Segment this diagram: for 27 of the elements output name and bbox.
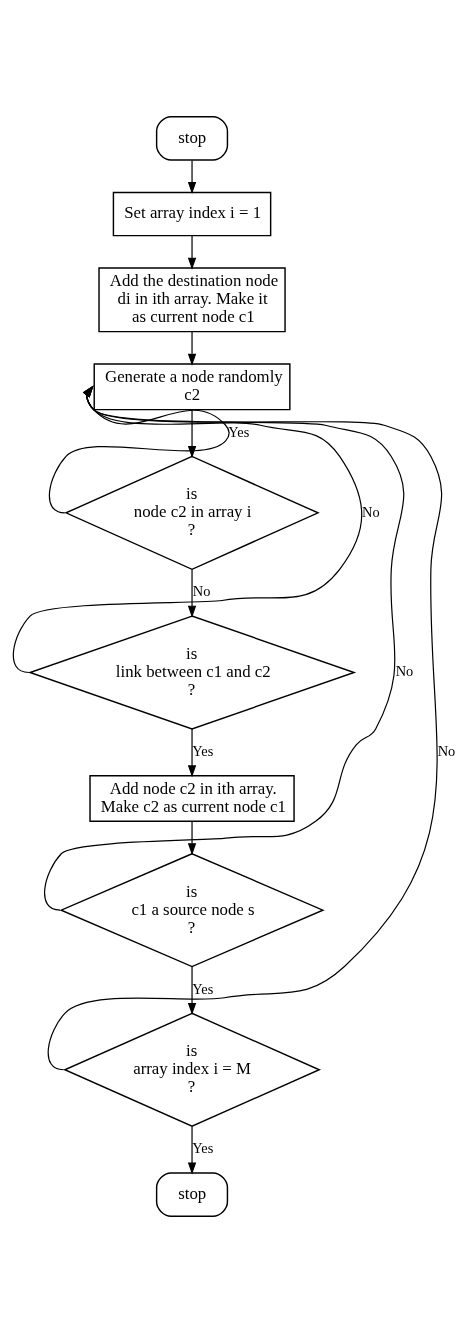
node-box: Add node c2 in ith array. Make c2 as current node c1 (89, 774, 295, 822)
node-box: stop (155, 115, 229, 161)
edge-label: No (362, 503, 380, 520)
edge-label: No (395, 662, 414, 679)
arrow (187, 1125, 197, 1174)
node-box: Set array index i = 1 (112, 191, 272, 236)
arrow (187, 409, 197, 458)
arrow (187, 568, 197, 618)
node-diamond: is array index i = M ? (63, 1012, 322, 1127)
node-diamond: is node c2 in array i ? (64, 455, 320, 570)
edge-label: No (192, 582, 211, 599)
node-diamond: is link between c1 and c2 ? (27, 614, 357, 730)
arrow (187, 727, 197, 777)
arrow (187, 820, 197, 855)
arrow (48, 384, 230, 513)
arrow (12, 384, 363, 673)
arrow (47, 384, 443, 1070)
arrow (187, 965, 197, 1015)
arrow (187, 330, 197, 366)
edge-label: No (437, 742, 456, 759)
arrow (187, 234, 197, 270)
arrow (44, 384, 405, 911)
node-diamond: is c1 a source node s ? (59, 852, 325, 967)
node-box: stop (155, 1171, 229, 1217)
node-box: Add the destination node di in ith array. Make it as current node c1 (98, 266, 286, 332)
node-box: Generate a node randomly c2 (93, 362, 291, 410)
arrow (187, 159, 197, 194)
